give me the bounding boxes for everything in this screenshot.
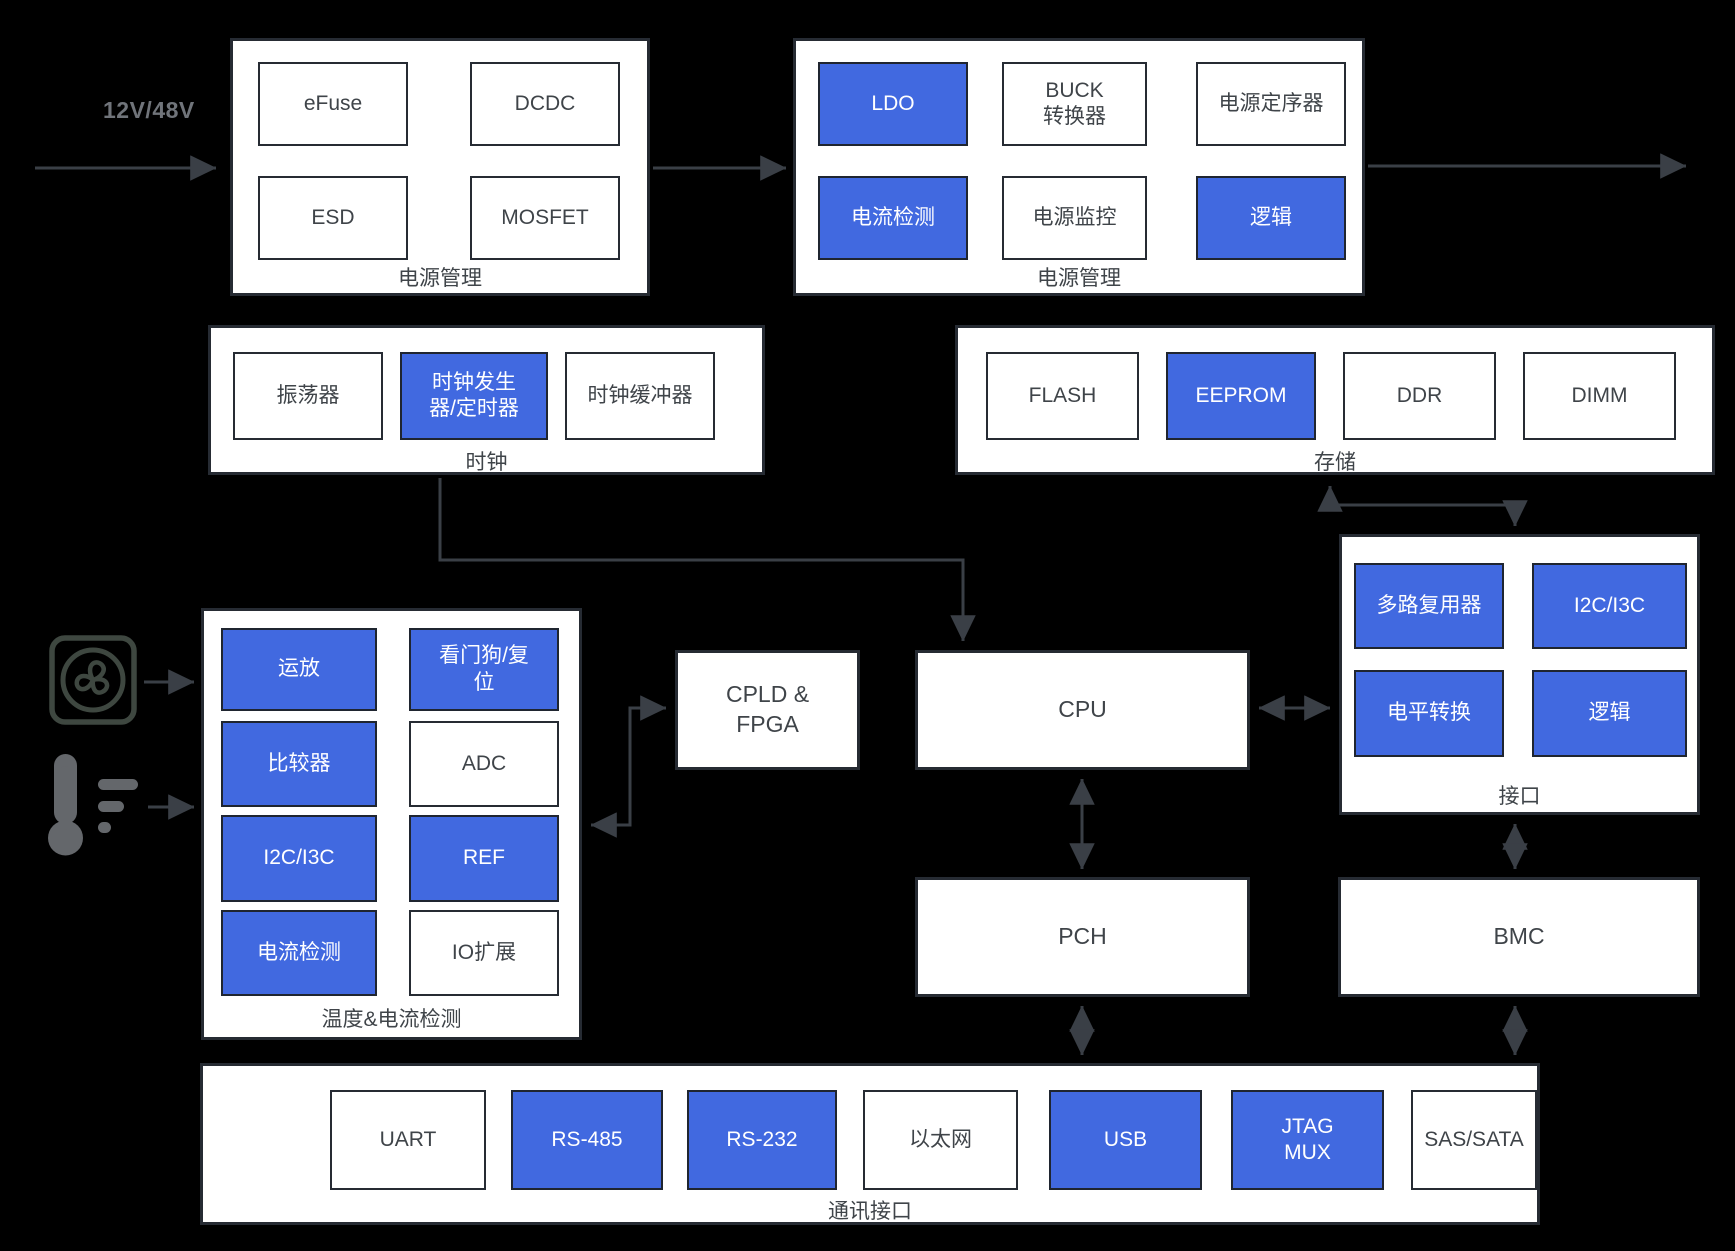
label-power-management-1: 电源管理	[398, 267, 482, 290]
box-power-monitor: 电源监控	[1002, 176, 1147, 260]
box-current-sense-detection: 电流检测	[221, 910, 377, 996]
box-ldo: LDO	[818, 62, 968, 146]
box-mosfet: MOSFET	[470, 176, 620, 260]
box-dimm: DIMM	[1523, 352, 1676, 440]
box-rs485: RS-485	[511, 1090, 663, 1190]
box-uart: UART	[330, 1090, 486, 1190]
label-communication: 通讯接口	[828, 1200, 912, 1223]
box-eeprom: EEPROM	[1166, 352, 1316, 440]
box-watchdog-reset: 看门狗/复 位	[409, 628, 559, 711]
box-oscillator: 振荡器	[233, 352, 383, 440]
label-temp-current-detection: 温度&电流检测	[321, 1008, 462, 1031]
box-ref: REF	[409, 815, 559, 902]
box-usb: USB	[1049, 1090, 1202, 1190]
input-voltage-label: 12V/48V	[103, 97, 195, 123]
box-opamp: 运放	[221, 628, 377, 711]
box-flash: FLASH	[986, 352, 1139, 440]
box-level-shifter: 电平转换	[1354, 670, 1504, 757]
box-sas-sata: SAS/SATA	[1411, 1090, 1537, 1190]
box-clock-generator-timer: 时钟发生 器/定时器	[400, 352, 548, 440]
arrow-detection-cpld	[591, 708, 666, 825]
box-dcdc: DCDC	[470, 62, 620, 146]
node-pch: PCH	[915, 877, 1250, 997]
thermometer-icon	[46, 752, 146, 862]
box-logic-interface: 逻辑	[1532, 670, 1687, 757]
box-io-expander: IO扩展	[409, 910, 559, 996]
box-clock-buffer: 时钟缓冲器	[565, 352, 715, 440]
box-comparator: 比较器	[221, 721, 377, 807]
arrow-storage-interface	[1330, 486, 1515, 526]
box-power-sequencer: 电源定序器	[1196, 62, 1346, 146]
box-i2c-i3c-detection: I2C/I3C	[221, 815, 377, 902]
box-rs232: RS-232	[687, 1090, 837, 1190]
box-multiplexer: 多路复用器	[1354, 563, 1504, 649]
box-ethernet: 以太网	[863, 1090, 1018, 1190]
label-power-management-2: 电源管理	[1037, 267, 1121, 290]
node-cpu: CPU	[915, 650, 1250, 770]
arrow-clock-to-cpu	[438, 478, 963, 641]
box-i2c-i3c-interface: I2C/I3C	[1532, 563, 1687, 649]
box-current-sense-power: 电流检测	[818, 176, 968, 260]
box-esd: ESD	[258, 176, 408, 260]
label-clock: 时钟	[465, 451, 508, 474]
box-jtag-mux: JTAG MUX	[1231, 1090, 1384, 1190]
box-logic-power: 逻辑	[1196, 176, 1346, 260]
label-interface: 接口	[1498, 785, 1541, 808]
box-buck-converter: BUCK 转换器	[1002, 62, 1147, 146]
fan-icon	[48, 634, 138, 731]
node-bmc: BMC	[1338, 877, 1700, 997]
box-efuse: eFuse	[258, 62, 408, 146]
box-adc: ADC	[409, 721, 559, 807]
label-storage: 存储	[1314, 451, 1356, 474]
node-cpld-fpga: CPLD & FPGA	[675, 650, 860, 770]
box-ddr: DDR	[1343, 352, 1496, 440]
